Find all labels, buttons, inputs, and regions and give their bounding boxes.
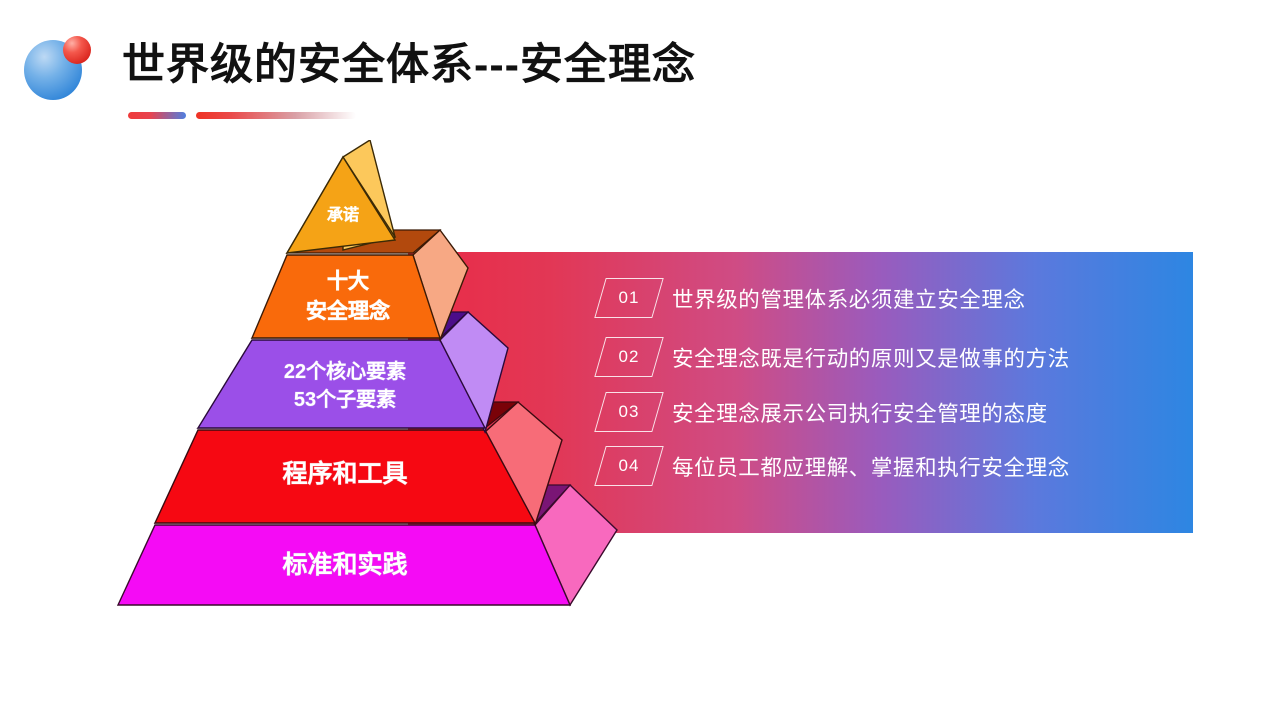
info-item-number-badge: 04 bbox=[594, 446, 664, 486]
tier-apex-left-face bbox=[285, 155, 397, 254]
info-item-number-badge: 03 bbox=[594, 392, 664, 432]
tier-base-label: 标准和实践 bbox=[282, 550, 407, 579]
tier-second-front-face bbox=[250, 254, 441, 339]
info-item-number-badge: 01 bbox=[594, 278, 664, 318]
info-item-number-badge: 02 bbox=[594, 337, 664, 377]
tier-fourth-label: 程序和工具 bbox=[282, 459, 407, 488]
info-item[interactable]: 04 每位员工都应理解、掌握和执行安全理念 bbox=[594, 444, 1070, 488]
underline-segment-short bbox=[128, 112, 186, 119]
page-title: 世界级的安全体系---安全理念 bbox=[122, 41, 696, 89]
info-item[interactable]: 02 安全理念既是行动的原则又是做事的方法 bbox=[594, 335, 1070, 379]
info-item-number: 03 bbox=[618, 402, 640, 421]
info-item-text: 每位员工都应理解、掌握和执行安全理念 bbox=[672, 455, 1070, 480]
info-item-text: 安全理念展示公司执行安全管理的态度 bbox=[672, 401, 1048, 426]
info-item[interactable]: 01 世界级的管理体系必须建立安全理念 bbox=[594, 276, 1026, 320]
tier-third-front-face bbox=[196, 339, 487, 429]
info-item-number: 02 bbox=[618, 347, 640, 366]
info-item[interactable]: 03 安全理念展示公司执行安全管理的态度 bbox=[594, 390, 1048, 434]
pyramid-tier-second[interactable]: 十大 安全理念 bbox=[250, 228, 469, 343]
logo-red-circle bbox=[63, 36, 91, 64]
tier-third-label-line2: 53个子要素 bbox=[294, 387, 396, 411]
pyramid-tier-apex[interactable]: 承诺 bbox=[285, 140, 397, 254]
tier-third-label-line1: 22个核心要素 bbox=[284, 359, 406, 383]
tier-fourth-front-face bbox=[153, 429, 537, 524]
tier-apex-label: 承诺 bbox=[327, 205, 359, 224]
info-item-list: 01 世界级的管理体系必须建立安全理念 02 安全理念既是行动的原则又是做事的方… bbox=[594, 272, 1190, 512]
title-underline bbox=[128, 112, 648, 122]
info-item-text: 安全理念既是行动的原则又是做事的方法 bbox=[672, 346, 1070, 371]
info-item-number: 04 bbox=[618, 456, 640, 475]
info-item-text: 世界级的管理体系必须建立安全理念 bbox=[672, 287, 1026, 312]
pyramid-tier-third[interactable]: 22个核心要素 53个子要素 bbox=[196, 311, 509, 434]
pyramid-diagram: 标准和实践 程序和工具 22个核心要素 53个子要素 十大 安全理念 承诺 bbox=[116, 140, 618, 607]
logo bbox=[24, 36, 91, 100]
tier-second-label-line2: 安全理念 bbox=[306, 299, 390, 323]
pyramid-tier-base[interactable]: 标准和实践 bbox=[116, 483, 618, 607]
tier-base-front-face bbox=[116, 524, 572, 606]
info-item-number: 01 bbox=[618, 288, 640, 307]
tier-second-label-line1: 十大 bbox=[327, 270, 369, 293]
underline-segment-long bbox=[196, 112, 356, 119]
